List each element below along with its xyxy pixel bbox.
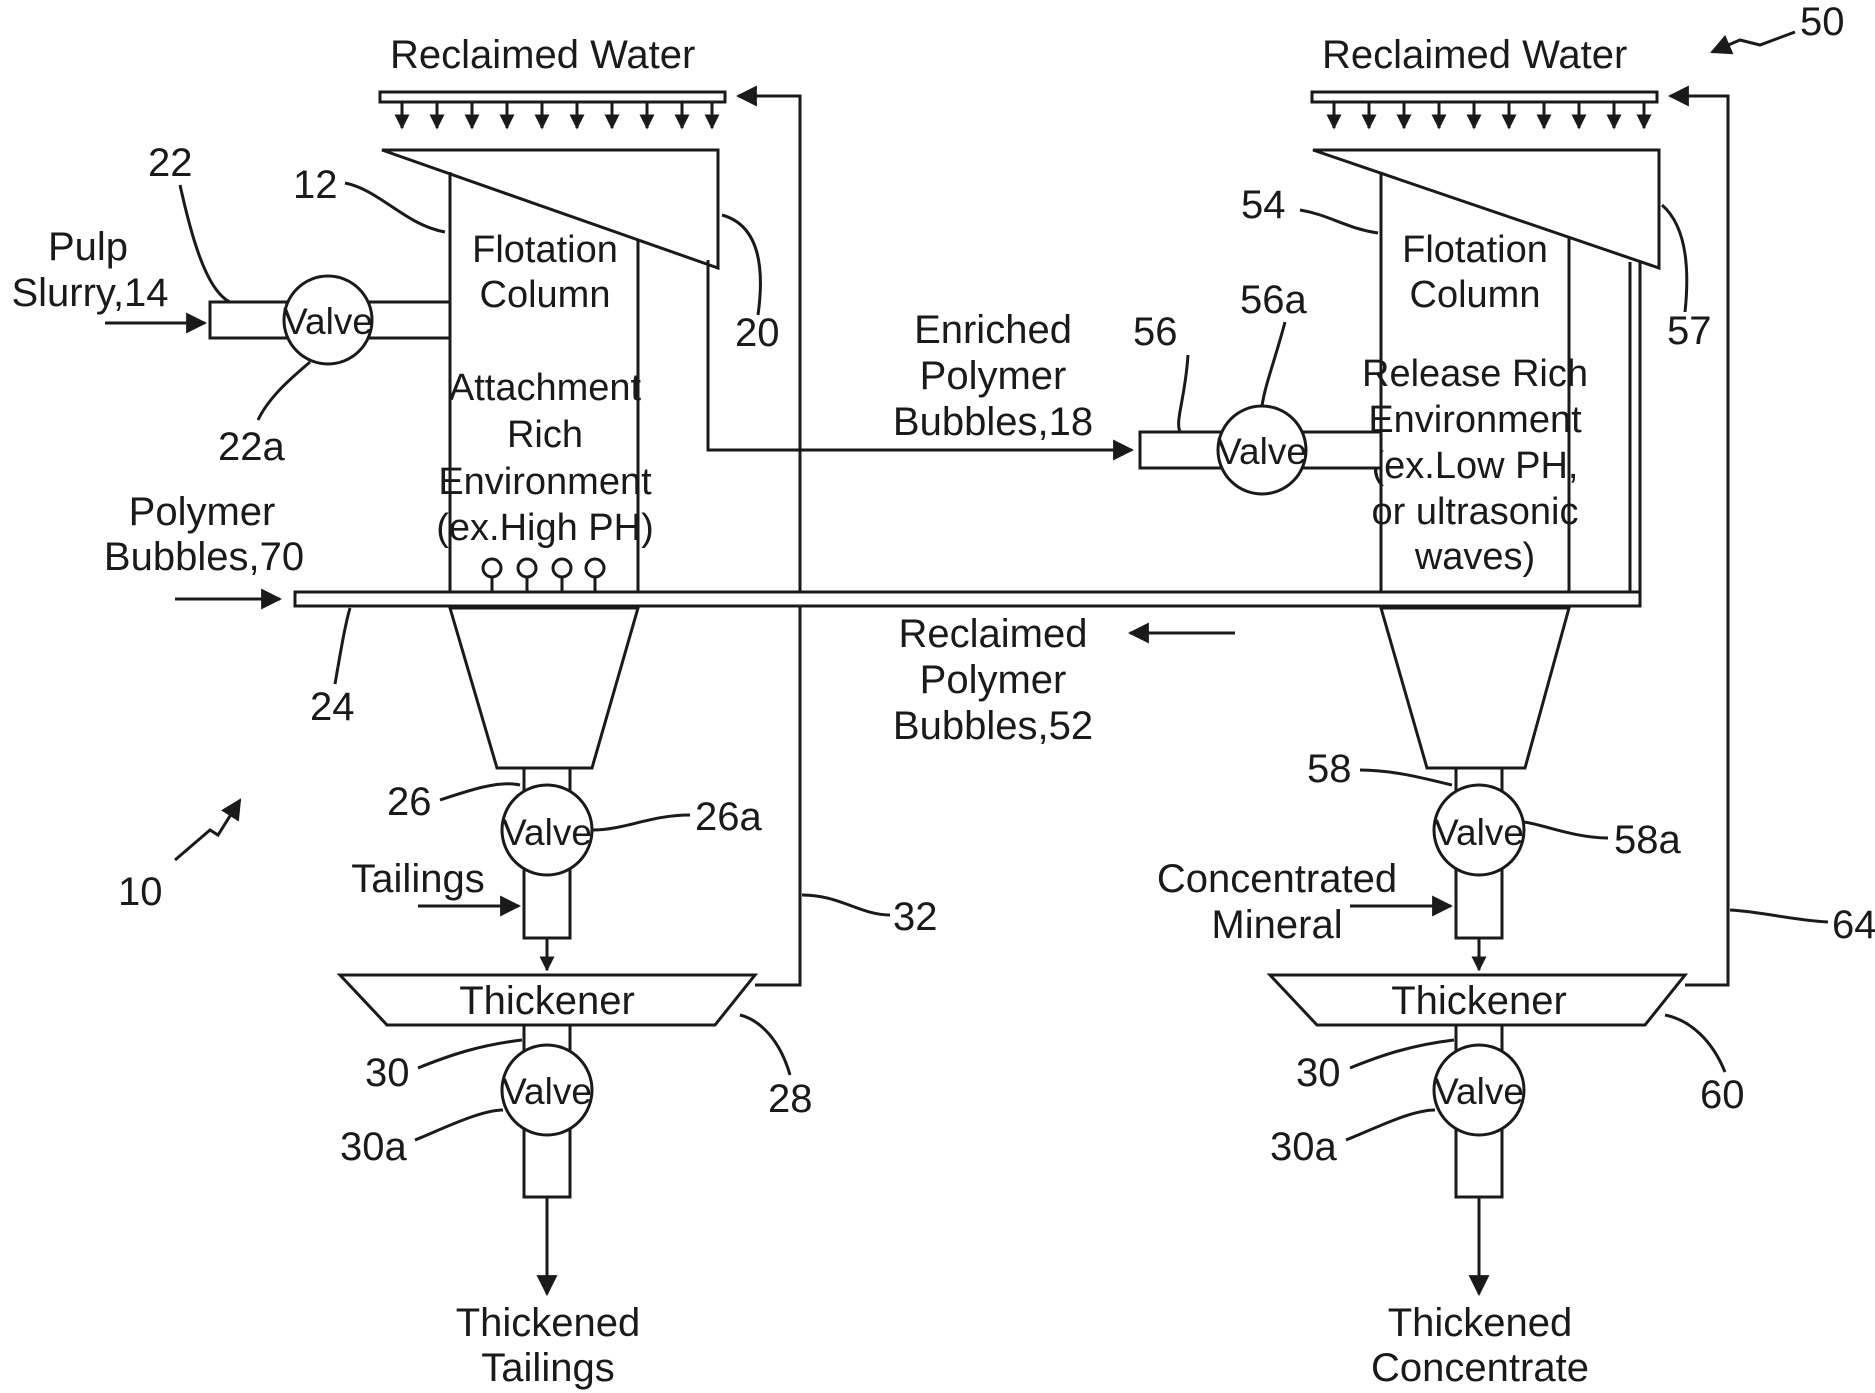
polymer-bubbles-label-1: Polymer — [129, 490, 276, 534]
valve-26a-label: Valve — [502, 812, 592, 853]
column-left-env-4: (ex.High PH) — [436, 507, 654, 549]
ref-60: 60 — [1700, 1073, 1745, 1117]
right-unit: Reclaimed Water Flotation Column Release… — [1140, 33, 1728, 1390]
column-left-title-2: Column — [480, 274, 611, 316]
pulp-slurry-label-1: Pulp — [48, 225, 128, 269]
reclaimed-polymer-label-1: Reclaimed — [899, 612, 1088, 656]
ref-30-left: 30 — [365, 1051, 410, 1095]
concentrated-mineral-label-2: Mineral — [1211, 903, 1342, 947]
tailings-label: Tailings — [351, 857, 484, 901]
ref-32: 32 — [893, 895, 938, 939]
valve-56a-label: Valve — [1217, 431, 1307, 472]
reclaimed-water-label-left: Reclaimed Water — [390, 33, 695, 77]
column-right-env-2: Environment — [1368, 399, 1582, 441]
cone-right — [1381, 608, 1569, 768]
thickened-tailings-label-2: Tailings — [481, 1346, 614, 1390]
reclaimed-polymer-label-3: Bubbles,52 — [893, 704, 1093, 748]
ref-30-right: 30 — [1296, 1051, 1341, 1095]
ref-26: 26 — [387, 780, 432, 824]
ref-50: 50 — [1800, 0, 1845, 44]
column-right-env-5: waves) — [1414, 536, 1535, 578]
column-right-env-4: or ultrasonic — [1372, 491, 1579, 533]
reclaimed-polymer-label-2: Polymer — [920, 658, 1067, 702]
column-left-title-1: Flotation — [472, 229, 618, 271]
pulp-slurry-label-2: Slurry,14 — [11, 271, 168, 315]
thickened-concentrate-label-1: Thickened — [1388, 1301, 1573, 1345]
ref-20: 20 — [735, 311, 780, 355]
ref-64: 64 — [1832, 903, 1875, 947]
enriched-polymer-label-1: Enriched — [914, 308, 1072, 352]
column-left-env-1: Attachment — [449, 367, 642, 409]
ref-57: 57 — [1667, 309, 1712, 353]
column-left-env-2: Rich — [507, 414, 583, 456]
ref-24: 24 — [310, 685, 355, 729]
ref-58a: 58a — [1614, 818, 1681, 862]
ref-26a: 26a — [695, 795, 762, 839]
thickener-right-label: Thickener — [1391, 979, 1567, 1023]
valve-30a-left-label: Valve — [502, 1071, 592, 1112]
reclaimed-water-label-right: Reclaimed Water — [1322, 33, 1627, 77]
column-right-title-1: Flotation — [1402, 229, 1548, 271]
valve-30a-right-label: Valve — [1434, 1071, 1524, 1112]
polymer-header-24 — [175, 592, 1640, 606]
enriched-polymer-label-3: Bubbles,18 — [893, 400, 1093, 444]
column-left-env-3: Environment — [438, 461, 652, 503]
ref-22a: 22a — [218, 425, 285, 469]
valve-22a-label: Valve — [283, 301, 373, 342]
spray-bar-right — [1312, 92, 1657, 128]
concentrated-mineral-label-1: Concentrated — [1157, 857, 1397, 901]
thickened-tailings-label-1: Thickened — [456, 1301, 641, 1345]
ref-12: 12 — [293, 163, 338, 207]
ref-58: 58 — [1307, 747, 1352, 791]
valve-58a-label: Valve — [1434, 812, 1524, 853]
enriched-polymer-label-2: Polymer — [920, 354, 1067, 398]
thickened-concentrate-label-2: Concentrate — [1371, 1346, 1589, 1390]
column-right-env-1: Release Rich — [1362, 353, 1588, 395]
ref-30a-right: 30a — [1270, 1125, 1337, 1169]
ref-22: 22 — [148, 141, 193, 185]
ref-28: 28 — [768, 1077, 813, 1121]
ref-30a-left: 30a — [340, 1125, 407, 1169]
polymer-bubbles-label-2: Bubbles,70 — [104, 535, 304, 579]
ref-10: 10 — [118, 870, 163, 914]
ref-56: 56 — [1133, 310, 1178, 354]
ref-56a: 56a — [1240, 278, 1307, 322]
spray-bar-left — [380, 92, 725, 128]
column-right-title-2: Column — [1410, 274, 1541, 316]
column-right-env-3: (ex.Low PH, — [1372, 445, 1579, 487]
cone-left — [450, 608, 638, 768]
ref-54: 54 — [1241, 183, 1286, 227]
thickener-left-label: Thickener — [459, 979, 635, 1023]
